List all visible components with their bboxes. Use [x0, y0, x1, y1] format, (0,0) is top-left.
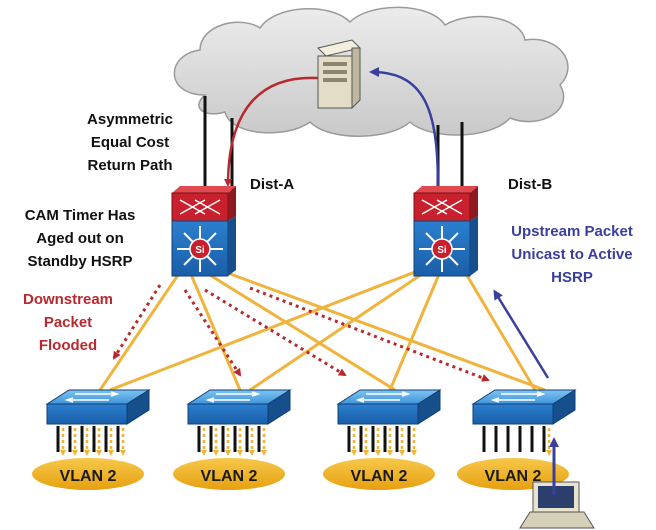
upstream-note-line-3: HSRP: [551, 269, 593, 286]
vlan-label-3: VLAN 2: [351, 468, 408, 485]
flood-arrows: [112, 284, 490, 382]
flood-port-arrowhead: [84, 450, 90, 456]
flood-port-arrowhead: [387, 450, 393, 456]
vlan-ellipses: VLAN 2 VLAN 2 VLAN 2 VLAN 2: [32, 458, 569, 490]
laptop-icon: [519, 481, 595, 529]
upstream-note: Upstream Packet Unicast to Active HSRP: [511, 223, 633, 286]
access-switch-icon: [355, 391, 411, 403]
flood-port-arrowhead: [108, 450, 114, 456]
flood-port-arrowhead: [213, 450, 219, 456]
return-path-arrow: [224, 76, 319, 187]
cam-note-line-1: CAM Timer Has: [25, 207, 136, 224]
flood-port-arrowhead: [546, 450, 552, 456]
flood-port-arrowhead: [201, 450, 207, 456]
flood-port-arrowhead: [120, 450, 126, 456]
switch-ports: [56, 426, 552, 456]
left-note-line-3: Return Path: [87, 157, 172, 174]
cam-note-line-2: Aged out on: [36, 230, 123, 247]
vlan-label-1: VLAN 2: [60, 468, 117, 485]
vlan-label-2: VLAN 2: [201, 468, 258, 485]
upstream-note-line-2: Unicast to Active: [511, 246, 632, 263]
dist-b-label: Dist-B: [508, 176, 552, 193]
downstream-note-line-1: Downstream: [23, 291, 113, 308]
flood-port-arrowhead: [237, 450, 243, 456]
upstream-note-line-1: Upstream Packet: [511, 223, 633, 240]
access-links: [98, 270, 546, 392]
flood-port-arrowhead: [96, 450, 102, 456]
access-switch-1: [45, 389, 151, 425]
flood-port-arrowhead: [261, 450, 267, 456]
flood-port-arrowhead: [363, 450, 369, 456]
access-switch-icon: [64, 391, 120, 403]
flood-port-arrowhead: [375, 450, 381, 456]
si-label: Si: [437, 245, 447, 256]
flood-port-arrowhead: [351, 450, 357, 456]
dist-b-switch: Si: [413, 186, 478, 277]
flood-port-arrowhead: [72, 450, 78, 456]
cam-note: CAM Timer Has Aged out on Standby HSRP: [25, 207, 136, 270]
network-cloud: [173, 6, 569, 137]
dist-a-label: Dist-A: [250, 176, 294, 193]
access-switch-icon: [490, 391, 546, 403]
upstream-to-server-arrow: [369, 67, 440, 191]
left-note: Asymmetric Equal Cost Return Path: [87, 111, 173, 174]
flood-port-arrowhead: [411, 450, 417, 456]
upstream-packet-arrow: [493, 289, 550, 379]
access-switch-4: [471, 389, 577, 425]
access-switch-icon: [205, 391, 261, 403]
access-switch-2: [186, 389, 292, 425]
access-switch-3: [336, 389, 442, 425]
flood-port-arrowhead: [399, 450, 405, 456]
dist-a-switch: Si: [171, 186, 236, 277]
server-icon: [317, 39, 361, 110]
left-note-line-2: Equal Cost: [91, 134, 169, 151]
flood-port-arrowhead: [249, 450, 255, 456]
downstream-note-line-3: Flooded: [39, 337, 97, 354]
downstream-note-line-2: Packet: [44, 314, 92, 331]
cam-note-line-3: Standby HSRP: [27, 253, 132, 270]
flood-port-arrowhead: [60, 450, 66, 456]
downstream-note: Downstream Packet Flooded: [23, 291, 113, 354]
vlan-label-4: VLAN 2: [485, 468, 542, 485]
flood-port-arrowhead: [225, 450, 231, 456]
si-label: Si: [195, 245, 205, 256]
left-note-line-1: Asymmetric: [87, 111, 173, 128]
